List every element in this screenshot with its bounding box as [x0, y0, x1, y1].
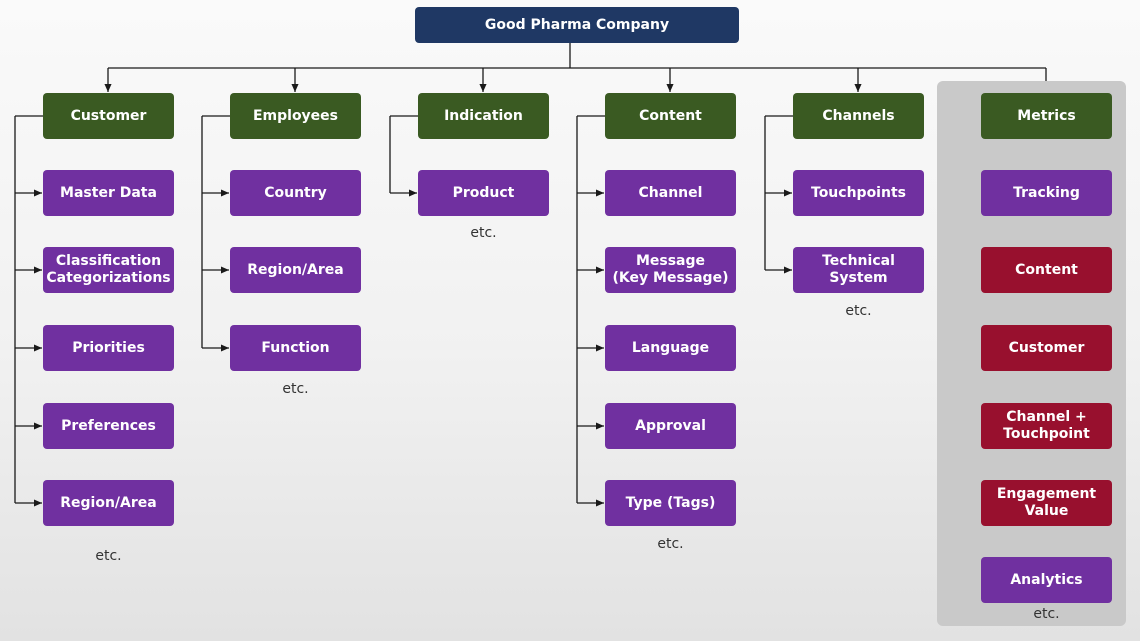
etc-label-customer: etc.	[95, 548, 122, 564]
etc-label-employees: etc.	[282, 381, 309, 397]
category-channels: Channels	[793, 93, 924, 139]
item-product: Product	[418, 170, 549, 216]
item-country: Country	[230, 170, 361, 216]
item-tracking: Tracking	[981, 170, 1112, 216]
category-employees: Employees	[230, 93, 361, 139]
item-preferences: Preferences	[43, 403, 174, 449]
item-channel: Channel	[605, 170, 736, 216]
item-customer-region: Region/Area	[43, 480, 174, 526]
item-message: Message (Key Message)	[605, 247, 736, 293]
metric-engagement-value: Engagement Value	[981, 480, 1112, 526]
item-language: Language	[605, 325, 736, 371]
etc-label-channels: etc.	[845, 303, 872, 319]
metric-content: Content	[981, 247, 1112, 293]
item-priorities: Priorities	[43, 325, 174, 371]
item-analytics: Analytics	[981, 557, 1112, 603]
etc-label-content: etc.	[657, 536, 684, 552]
item-type-tags: Type (Tags)	[605, 480, 736, 526]
item-classification: Classification Categorizations	[43, 247, 174, 293]
item-technical-system: Technical System	[793, 247, 924, 293]
metric-channel-touchpoint: Channel + Touchpoint	[981, 403, 1112, 449]
item-master-data: Master Data	[43, 170, 174, 216]
category-indication: Indication	[418, 93, 549, 139]
category-customer: Customer	[43, 93, 174, 139]
category-metrics: Metrics	[981, 93, 1112, 139]
item-touchpoints: Touchpoints	[793, 170, 924, 216]
item-approval: Approval	[605, 403, 736, 449]
etc-label-metrics: etc.	[1033, 606, 1060, 622]
item-function: Function	[230, 325, 361, 371]
category-content: Content	[605, 93, 736, 139]
etc-label-indication: etc.	[470, 225, 497, 241]
item-employees-region: Region/Area	[230, 247, 361, 293]
root-node: Good Pharma Company	[415, 7, 739, 43]
metric-customer: Customer	[981, 325, 1112, 371]
